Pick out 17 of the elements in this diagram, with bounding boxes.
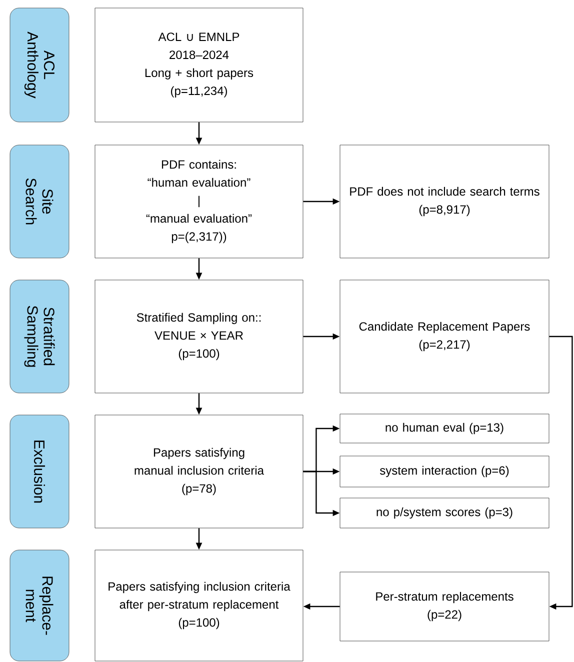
stage-label: Exclusion [10, 414, 70, 528]
process-box: ACL ∪ EMNLP 2018–2024 Long + short papers (p=11,234) [94, 8, 304, 122]
stage-label: ACL Anthology [10, 8, 70, 122]
exclusion-box: system interaction (p=6) [340, 456, 550, 488]
stage-label: Replace- ment [10, 550, 70, 662]
process-box: Per-stratum replacements (p=22) [340, 572, 550, 642]
process-box: Papers satisfying inclusion criteria after per-stratum replacement (p=100) [94, 550, 304, 662]
process-box: PDF contains: “human evaluation” | “manual evaluation” p=(2,317)) [94, 144, 304, 258]
exclusion-box: no p/system scores (p=3) [340, 498, 550, 528]
process-box: PDF does not include search terms (p=8,917) [340, 144, 550, 258]
exclusion-box: no human eval (p=13) [340, 414, 550, 444]
stage-label: Site Search [10, 144, 70, 258]
process-box: Stratified Sampling on:: VENUE × YEAR (p=100) [94, 280, 304, 394]
process-box: Papers satisfying manual inclusion criteria (p=78) [94, 414, 304, 528]
process-box: Candidate Replacement Papers (p=2,217) [340, 280, 550, 394]
stage-label: Stratified Sampling [10, 280, 70, 394]
arrow [549, 336, 573, 610]
